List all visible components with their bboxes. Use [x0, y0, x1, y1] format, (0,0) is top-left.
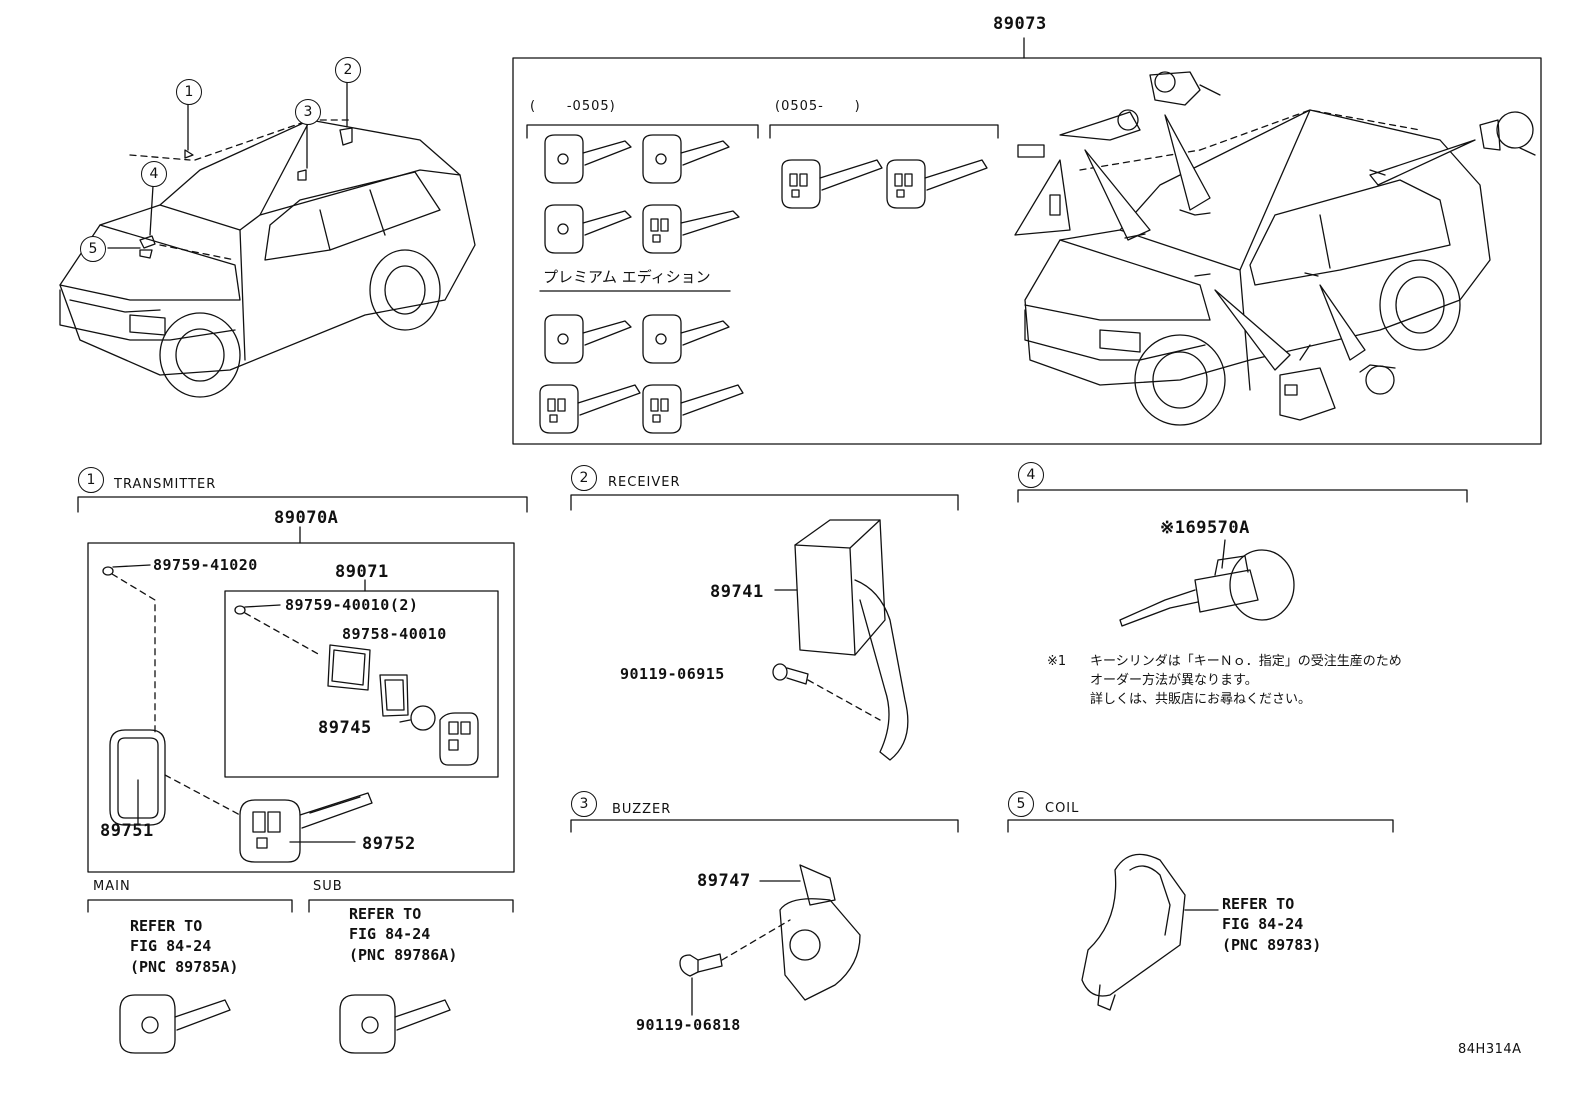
- callout-marker-2: 2: [335, 57, 361, 83]
- coil-reference: REFER TO FIG 84-24 (PNC 89783): [1222, 895, 1322, 954]
- sub-key-reference: REFER TO FIG 84-24 (PNC 89786A): [349, 905, 458, 964]
- callout-marker-1: 1: [176, 79, 202, 105]
- section-marker-1: 1: [78, 467, 104, 493]
- transmitter-assembly-number: 89070A: [274, 508, 339, 528]
- cylinder-drawing: [1119, 539, 1295, 627]
- screw-part-number-a: 89759-41020: [153, 556, 258, 574]
- buzzer-drawing: [679, 864, 861, 1016]
- receiver-bolt-part-number: 90119-06915: [620, 665, 725, 683]
- main-key-label: MAIN: [93, 879, 131, 894]
- section-marker-3: 3: [571, 791, 597, 817]
- receiver-title: RECEIVER: [608, 475, 681, 490]
- callout-marker-4: 4: [141, 161, 167, 187]
- premium-edition-label: プレミアム エディション: [543, 268, 711, 286]
- vehicle-overview-drawing: [59, 81, 476, 398]
- cylinder-note-line-1: キーシリンダは「キーＮｏ．指定」の受注生産のため: [1090, 654, 1402, 669]
- key-drawings: [539, 134, 988, 434]
- assembly-number: 89073: [993, 14, 1047, 34]
- case-part-number: 89751: [100, 821, 154, 841]
- cylinder-note-line-3: 詳しくは、共販店にお尋ねください。: [1090, 692, 1312, 707]
- gasket-part-number: 89758-40010: [342, 625, 447, 643]
- cylinder-note-line-2: オーダー方法が異なります。: [1090, 673, 1258, 688]
- callout-marker-3: 3: [295, 99, 321, 125]
- battery-part-number: 89745: [318, 718, 372, 738]
- key-set-box: [512, 37, 1542, 445]
- figure-code: 84H314A: [1458, 1042, 1522, 1057]
- range-late-label: (0505- ): [775, 99, 861, 114]
- section-marker-5: 5: [1008, 791, 1034, 817]
- vehicle-lock-drawing: [1014, 71, 1536, 426]
- range-early-label: ( -0505): [530, 99, 616, 114]
- section-marker-2: 2: [571, 465, 597, 491]
- transmitter-drawing: [87, 526, 515, 1054]
- buzzer-bolt-part-number: 90119-06818: [636, 1016, 741, 1034]
- sub-key-label: SUB: [313, 879, 343, 894]
- section-marker-4: 4: [1018, 462, 1044, 488]
- coil-drawing: [1081, 853, 1219, 1011]
- screw-part-number-b: 89759-40010(2): [285, 596, 419, 614]
- transmitter-title: TRANSMITTER: [114, 477, 217, 492]
- main-key-reference: REFER TO FIG 84-24 (PNC 89785A): [130, 917, 239, 976]
- receiver-drawing: [772, 519, 909, 761]
- buzzer-title: BUZZER: [612, 802, 672, 817]
- callout-marker-5: 5: [80, 236, 106, 262]
- coil-title: COIL: [1045, 801, 1080, 816]
- transmitter-subassembly-number: 89071: [335, 562, 389, 582]
- cylinder-part-number: ※169570A: [1160, 518, 1250, 538]
- cylinder-note-mark: ※1: [1047, 654, 1067, 669]
- buzzer-part-number: 89747: [697, 871, 751, 891]
- receiver-part-number: 89741: [710, 582, 764, 602]
- key-part-number: 89752: [362, 834, 416, 854]
